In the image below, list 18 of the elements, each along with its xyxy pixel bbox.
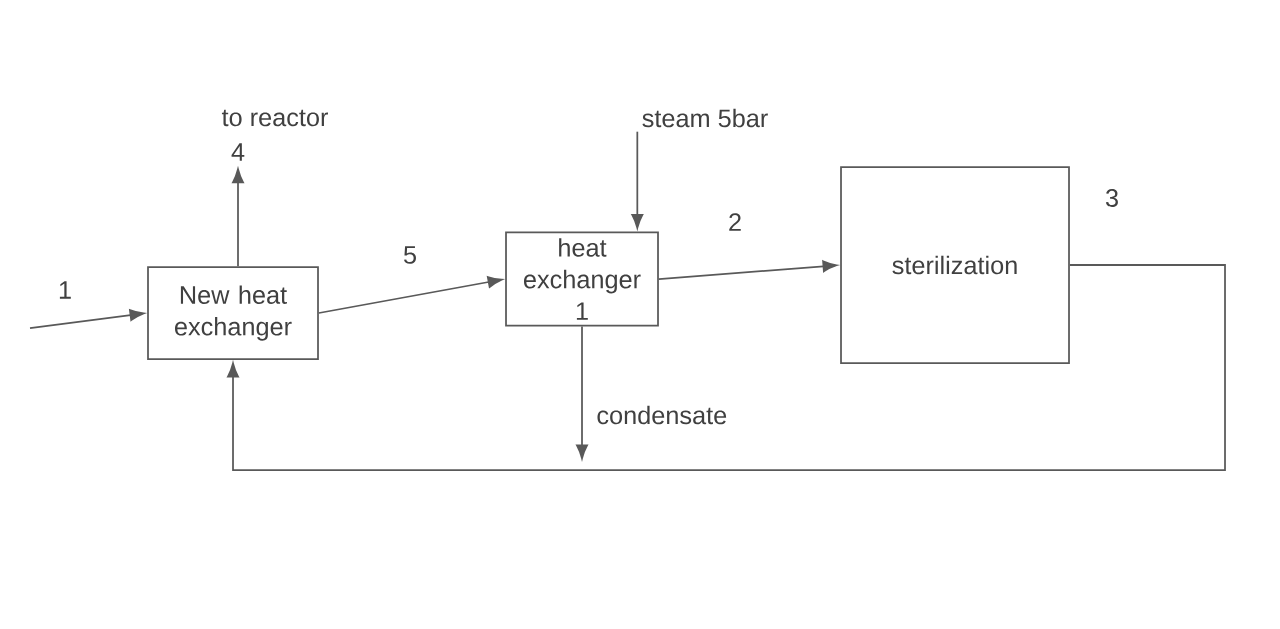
arrow <box>232 168 244 267</box>
process-box: New heat exchanger <box>147 266 319 360</box>
arrow <box>29 309 145 329</box>
edge-label: 2 <box>724 209 746 235</box>
edge-label: 4 <box>227 139 249 165</box>
stream-label: to reactor <box>221 109 328 127</box>
edge-label: 3 <box>1101 185 1123 211</box>
edge-label: 5 <box>399 242 421 268</box>
edge-label: 1 <box>54 277 76 303</box>
process-box: heat exchanger 1 <box>505 231 659 327</box>
arrow <box>227 264 1226 471</box>
process-box: sterilization <box>840 166 1070 364</box>
arrow <box>576 325 588 460</box>
arrow <box>658 260 838 280</box>
stream-label: steam 5bar <box>642 108 768 128</box>
arrow <box>318 276 503 314</box>
arrow <box>631 130 644 229</box>
edge-label: condensate <box>592 402 731 428</box>
